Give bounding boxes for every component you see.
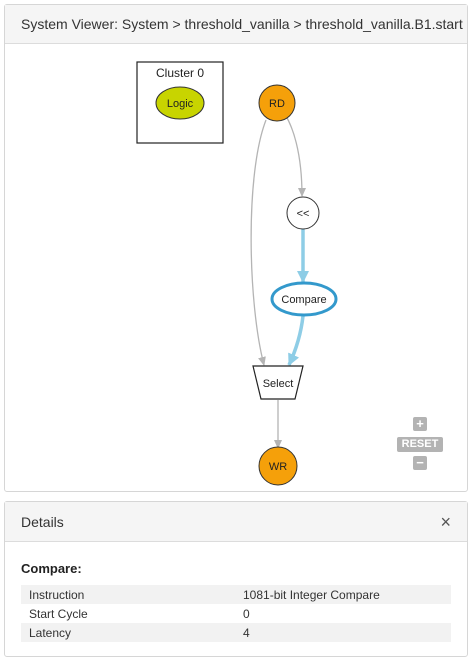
row-value: 1081-bit Integer Compare (235, 585, 451, 604)
table-row: Instruction 1081-bit Integer Compare (21, 585, 451, 604)
node-rd[interactable]: RD (258, 84, 296, 122)
zoom-in-button[interactable]: + (413, 417, 427, 431)
details-panel: Details × Compare: Instruction 1081-bit … (4, 501, 468, 657)
row-key: Start Cycle (29, 606, 88, 621)
node-shift[interactable]: << (286, 196, 320, 230)
reset-zoom-button[interactable]: RESET (397, 437, 443, 452)
node-logic-shape (155, 86, 205, 120)
table-row: Latency 4 (21, 623, 451, 642)
node-rd-label: RD (269, 98, 285, 110)
graph-svg: Cluster 0 Logic RD << (136, 61, 338, 486)
details-header-label: Details (21, 513, 64, 530)
node-logic[interactable]: Logic (155, 86, 205, 120)
node-select-shape (252, 365, 304, 400)
zoom-out-button[interactable]: − (413, 456, 427, 470)
node-select[interactable]: Select (252, 365, 304, 400)
node-logic-label: Logic (167, 98, 194, 110)
node-shift-label: << (297, 208, 310, 220)
row-key: Instruction (21, 585, 235, 604)
row-value: 0 (243, 606, 250, 621)
node-select-label: Select (263, 378, 294, 390)
row-value: 4 (235, 623, 451, 642)
node-wr[interactable]: WR (258, 446, 298, 486)
viewer-title: System Viewer: System > threshold_vanill… (5, 5, 467, 44)
details-node-title: Compare: (21, 561, 82, 576)
cluster-0[interactable]: Cluster 0 (136, 61, 224, 144)
details-table: Instruction 1081-bit Integer Compare Sta… (21, 585, 451, 642)
system-viewer-panel: System Viewer: System > threshold_vanill… (4, 4, 468, 492)
node-wr-label: WR (269, 461, 287, 473)
node-compare-shape (270, 281, 338, 317)
node-shift-shape (286, 196, 320, 230)
details-header: Details × (5, 502, 467, 542)
graph-canvas[interactable]: Cluster 0 Logic RD << (5, 44, 467, 491)
node-compare[interactable]: Compare (270, 281, 338, 317)
close-details-button[interactable]: × (440, 511, 451, 532)
node-rd-shape (258, 84, 296, 122)
node-wr-shape (258, 446, 298, 486)
table-row: Start Cycle 0 (21, 604, 451, 623)
edge-compare-select (287, 315, 305, 366)
edge-rd-select (250, 119, 267, 366)
row-key: Latency (21, 623, 235, 642)
node-compare-label: Compare (281, 294, 326, 306)
cluster-label: Cluster 0 (156, 66, 204, 80)
